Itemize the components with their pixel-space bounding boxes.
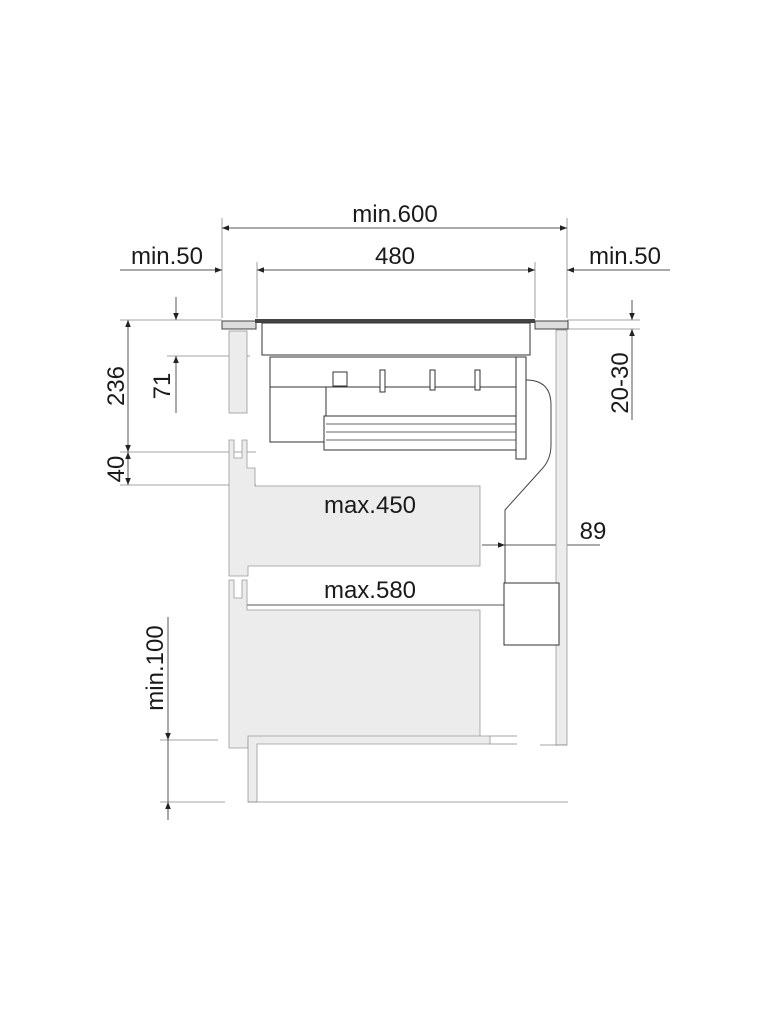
label-40: 40: [103, 456, 130, 483]
left-side-panel: [228, 330, 248, 414]
label-min100: min.100: [142, 625, 169, 710]
label-89: 89: [580, 518, 607, 545]
cabinet: [228, 329, 568, 803]
label-min600: min.600: [352, 201, 437, 228]
worktop-right: [534, 320, 569, 330]
label-236: 236: [103, 366, 130, 406]
extractor-upper: [269, 356, 521, 388]
label-max580: max.580: [324, 577, 416, 604]
junction-box: [503, 582, 560, 646]
hob-unit: [221, 319, 569, 646]
plinth-shelf: [247, 735, 491, 803]
worktop-left: [221, 320, 257, 330]
label-71: 71: [149, 373, 176, 400]
hob-body: [261, 322, 531, 356]
tray-grid: [326, 423, 516, 441]
label-480: 480: [375, 243, 415, 270]
label-max450: max.450: [324, 492, 416, 519]
filter-box: [269, 386, 327, 443]
hob-glass: [255, 319, 535, 323]
motor-side: [515, 356, 527, 460]
fan-housing: [325, 386, 517, 418]
cable-duct: [504, 379, 552, 583]
upper-drawer: [228, 439, 481, 577]
dimension-labels: min.600 480 min.50 min.50 236 71 40 20-3…: [103, 201, 661, 711]
label-min50-left: min.50: [131, 243, 203, 270]
label-min50-right: min.50: [589, 243, 661, 270]
label-20-30: 20-30: [607, 352, 634, 413]
rear-wall: [555, 329, 568, 746]
grease-tray: [323, 415, 517, 451]
